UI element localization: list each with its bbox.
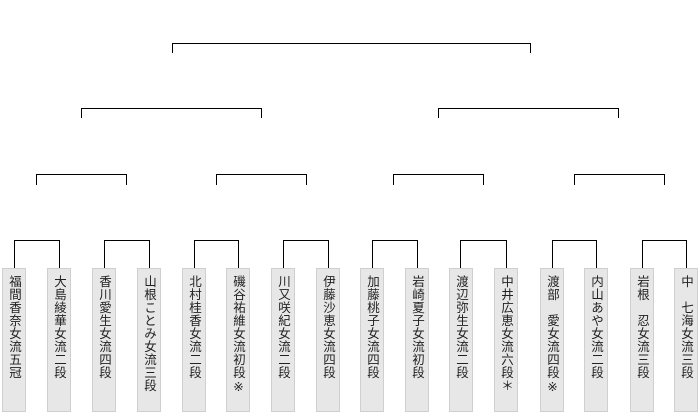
player-box-1: 福間香奈女流五冠 <box>2 268 26 412</box>
quarterfinal-connector-4 <box>574 174 665 185</box>
player-box-8: 伊藤沙恵女流四段 <box>316 268 340 412</box>
semifinal-connector-right <box>438 108 619 118</box>
quarterfinal-connector-3 <box>393 174 484 185</box>
player-box-10: 岩崎夏子女流初段 <box>405 268 429 412</box>
player-name: 渡部 愛女流四段※ <box>545 275 560 395</box>
player-name: 岩崎夏子女流初段 <box>410 275 425 379</box>
player-box-15: 岩根 忍女流三段 <box>630 268 654 412</box>
player-box-6: 磯谷祐維女流初段※ <box>226 268 250 412</box>
player-name: 内山あや女流二段 <box>589 275 604 379</box>
player-box-7: 川又咲紀女流二段 <box>271 268 295 412</box>
player-box-11: 渡辺弥生女流二段 <box>449 268 473 412</box>
first-round-connector-7 <box>552 240 597 268</box>
player-box-5: 北村桂香女流二段 <box>182 268 206 412</box>
first-round-connector-5 <box>372 240 418 268</box>
player-name: 磯谷祐維女流初段※ <box>231 275 246 395</box>
player-name: 渡辺弥生女流二段 <box>454 275 469 379</box>
player-name: 中 七海女流三段 <box>679 275 694 379</box>
player-name: 北村桂香女流二段 <box>187 275 202 379</box>
first-round-connector-4 <box>283 240 329 268</box>
final-connector <box>172 43 531 53</box>
player-name: 加藤桃子女流四段 <box>365 275 380 379</box>
player-name: 香川愛生女流四段 <box>97 275 112 379</box>
semifinal-connector-left <box>81 108 262 118</box>
player-name: 岩根 忍女流三段 <box>635 275 650 379</box>
player-box-2: 大島綾華女流二段 <box>47 268 71 412</box>
quarterfinal-connector-2 <box>216 174 307 185</box>
first-round-connector-8 <box>642 240 687 268</box>
player-name: 中井広恵女流六段＊ <box>499 275 514 392</box>
first-round-connector-2 <box>104 240 150 268</box>
quarterfinal-connector-1 <box>36 174 127 185</box>
player-box-12: 中井広恵女流六段＊ <box>494 268 518 412</box>
player-box-9: 加藤桃子女流四段 <box>360 268 384 412</box>
player-name: 大島綾華女流二段 <box>52 275 67 379</box>
player-box-3: 香川愛生女流四段 <box>92 268 116 412</box>
player-name: 山根ことみ女流三段 <box>142 275 157 392</box>
player-box-16: 中 七海女流三段 <box>674 268 698 412</box>
first-round-connector-1 <box>14 240 60 268</box>
player-box-4: 山根ことみ女流三段 <box>137 268 161 412</box>
player-name: 伊藤沙恵女流四段 <box>321 275 336 379</box>
first-round-connector-6 <box>460 240 507 268</box>
player-name: 福間香奈女流五冠 <box>7 275 22 379</box>
player-box-13: 渡部 愛女流四段※ <box>540 268 564 412</box>
first-round-connector-3 <box>194 240 239 268</box>
player-box-14: 内山あや女流二段 <box>584 268 608 412</box>
player-name: 川又咲紀女流二段 <box>276 275 291 379</box>
